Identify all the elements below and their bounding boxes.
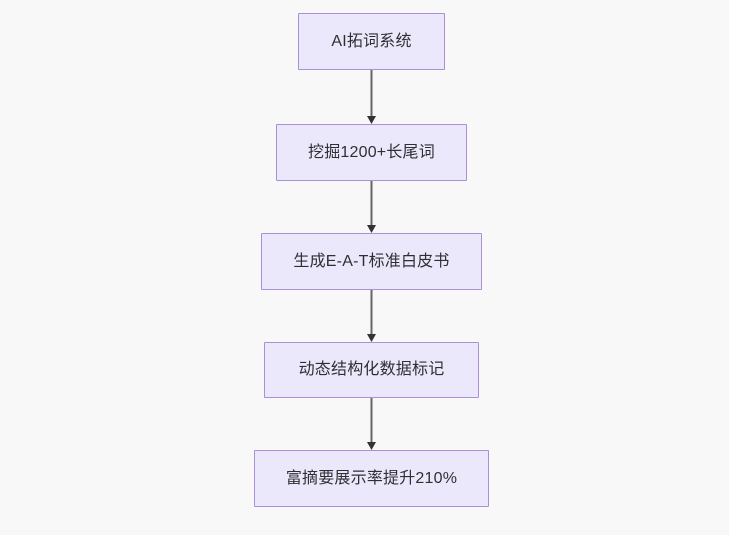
flow-node-label: AI拓词系统 — [331, 32, 412, 50]
flow-node[interactable]: 动态结构化数据标记 — [264, 342, 479, 398]
flow-node[interactable]: 挖掘1200+长尾词 — [276, 124, 467, 181]
edge-arrowhead-icon — [367, 225, 376, 233]
flow-node-label: 动态结构化数据标记 — [298, 361, 445, 378]
flow-edge — [366, 181, 377, 233]
flow-node-label: 生成E-A-T标准白皮书 — [293, 252, 450, 270]
flow-node-label: 富摘要展示率提升210% — [285, 469, 458, 487]
flow-edge — [366, 398, 377, 450]
flow-edge — [366, 290, 377, 342]
flow-node[interactable]: AI拓词系统 — [298, 13, 445, 70]
flow-node[interactable]: 生成E-A-T标准白皮书 — [261, 233, 482, 290]
flow-edge — [366, 70, 377, 124]
flow-node-label: 挖掘1200+长尾词 — [308, 143, 435, 161]
edge-arrowhead-icon — [367, 442, 376, 450]
flow-node[interactable]: 富摘要展示率提升210% — [254, 450, 489, 507]
edge-arrowhead-icon — [367, 116, 376, 124]
edge-arrowhead-icon — [367, 334, 376, 342]
